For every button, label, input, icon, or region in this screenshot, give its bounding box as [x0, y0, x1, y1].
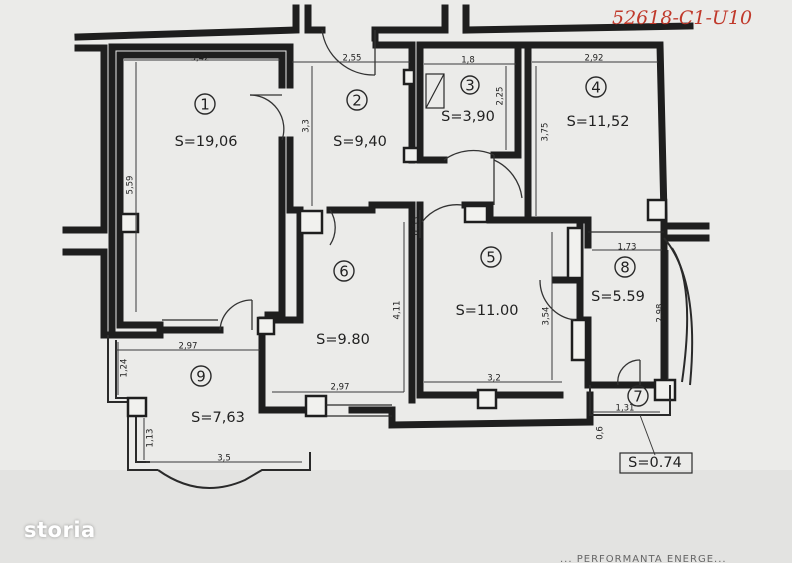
dim-label: 2,92 — [585, 54, 604, 64]
dim-label: 2,97 — [331, 383, 350, 393]
room-number: 4 — [591, 79, 601, 97]
room-area: S=11.00 — [456, 303, 519, 319]
room-area: S=5.59 — [591, 289, 645, 305]
room-area: S=9,40 — [333, 134, 387, 150]
dim-label: 1,24 — [120, 359, 130, 378]
room-area: S=9.80 — [316, 332, 370, 348]
room-number: 5 — [486, 249, 496, 267]
dim-label: 5,59 — [126, 176, 136, 195]
dim-label: 3,2 — [487, 374, 501, 384]
dim-label: 3,75 — [541, 123, 551, 142]
room-area: S=19,06 — [175, 134, 238, 150]
dim-label: 3,3 — [302, 119, 312, 133]
dim-label: 3,42 — [191, 54, 210, 64]
dim-label: 1,73 — [618, 243, 637, 253]
brand-logo: storia — [24, 518, 96, 542]
room-number: 7 — [633, 388, 643, 406]
dim-label: 0,6 — [596, 426, 606, 440]
dim-label: 3,54 — [542, 307, 552, 326]
dim-label: 4,11 — [393, 301, 403, 320]
dim-label: 1,8 — [461, 56, 475, 66]
room-area: S=11,52 — [567, 114, 630, 130]
dim-label: 2,98 — [656, 304, 666, 323]
dim-label: 1,13 — [146, 429, 156, 448]
dim-label: 1,31 — [616, 404, 635, 414]
dim-label: 0,53 — [412, 217, 422, 236]
room-area: S=3,90 — [441, 109, 495, 125]
dim-label: 2,97 — [179, 342, 198, 352]
room-number: 9 — [196, 368, 206, 386]
room-number: 8 — [620, 259, 630, 277]
room-number: 2 — [352, 92, 362, 110]
dim-label: 3,5 — [217, 454, 231, 464]
reference-note: 52618-C1-U10 — [612, 7, 752, 29]
footer-text: ... PERFORMANTA ENERGE... — [560, 554, 727, 563]
dim-label: 2,25 — [496, 87, 506, 106]
room-area: S=0.74 — [628, 455, 682, 471]
room-number: 6 — [339, 263, 349, 281]
room-number: 3 — [465, 77, 475, 95]
room-number: 1 — [200, 96, 210, 114]
dim-label: 2,55 — [343, 54, 362, 64]
room-area: S=7,63 — [191, 410, 245, 426]
